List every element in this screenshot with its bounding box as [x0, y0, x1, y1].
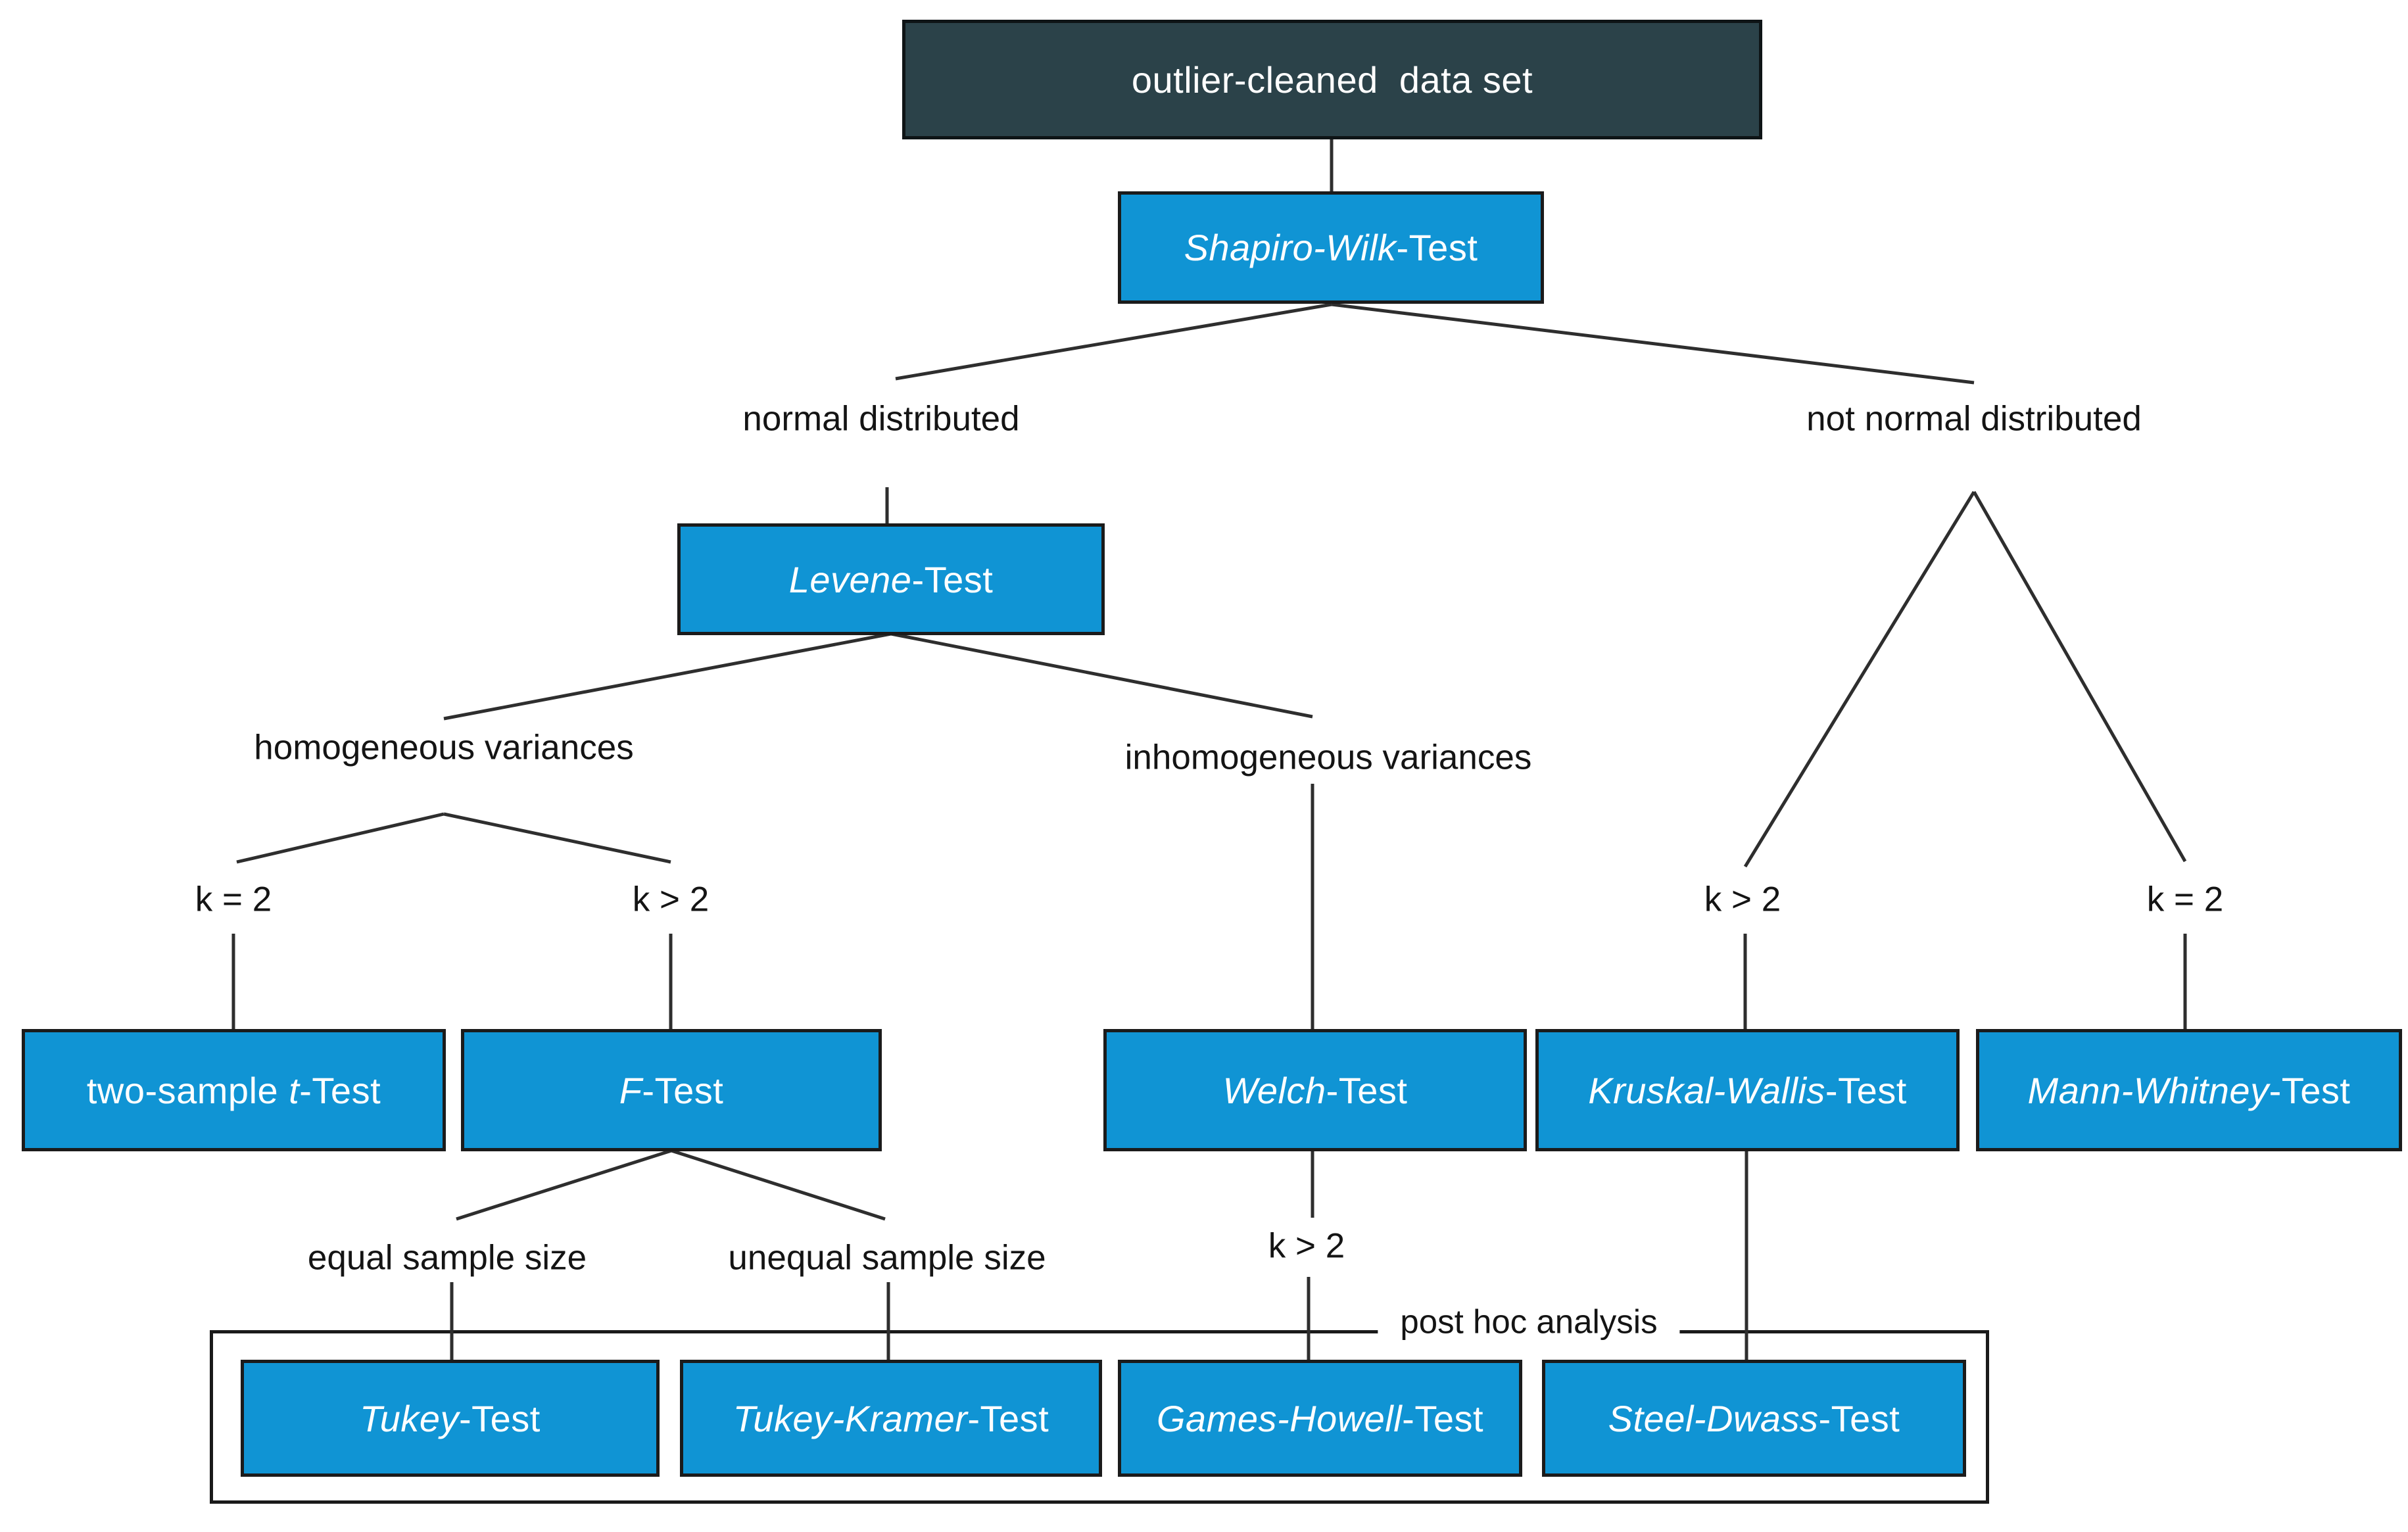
label-not-normal-distributed: not normal distributed — [1806, 399, 2142, 439]
label-k-eq-2-right: k = 2 — [2146, 880, 2224, 919]
post-hoc-group-box — [210, 1330, 1989, 1504]
label-inhomogeneous-variances: inhomogeneous variances — [1124, 738, 1532, 777]
node-tukey-kramer-test: Tukey-Kramer-Test — [680, 1360, 1102, 1477]
node-label: two-sample t-Test — [87, 1069, 381, 1112]
label-k-gt-2-left: k > 2 — [632, 880, 710, 919]
test-suffix: -Test — [1326, 1069, 1408, 1111]
label-k-eq-2-left: k = 2 — [195, 880, 272, 919]
node-label: Shapiro-Wilk-Test — [1184, 226, 1478, 269]
node-two-sample-t-test: two-sample t-Test — [22, 1029, 446, 1151]
test-name-italic: Mann-Whitney — [2027, 1069, 2269, 1111]
label-normal-distributed: normal distributed — [742, 399, 1020, 439]
edge-levene-homogeneous — [443, 632, 892, 721]
test-suffix: -Test — [458, 1397, 541, 1439]
test-name-italic: Levene — [788, 558, 912, 600]
test-suffix: -Test — [967, 1397, 1049, 1439]
label-post-hoc-analysis: post hoc analysis — [1378, 1298, 1680, 1345]
test-name-italic: Tukey — [360, 1397, 459, 1439]
test-suffix: -Test — [642, 1069, 724, 1111]
node-label: Kruskal-Wallis-Test — [1588, 1069, 1907, 1112]
node-label: Games-Howell-Test — [1157, 1397, 1483, 1440]
edge-ftest-equalsize — [456, 1149, 672, 1221]
node-f-test: F-Test — [461, 1029, 882, 1151]
node-label: F-Test — [619, 1069, 724, 1112]
test-name-italic: Shapiro-Wilk — [1184, 227, 1397, 268]
test-name-italic: Tukey-Kramer — [733, 1397, 968, 1439]
label-k-gt-2-mid: k > 2 — [1268, 1226, 1345, 1266]
node-games-howell-test: Games-Howell-Test — [1118, 1360, 1522, 1477]
node-label: Levene-Test — [789, 558, 994, 601]
node-label: Steel-Dwass-Test — [1608, 1397, 1900, 1440]
node-steel-dwass-test: Steel-Dwass-Test — [1542, 1360, 1966, 1477]
test-name-italic: Kruskal-Wallis — [1588, 1069, 1825, 1111]
test-suffix: -Test — [299, 1069, 381, 1111]
test-suffix: -Test — [911, 558, 994, 600]
test-name-italic: Games-Howell — [1156, 1397, 1403, 1439]
edge-homogeneous-keq2 — [236, 812, 445, 864]
node-shapiro-wilk-test: Shapiro-Wilk-Test — [1118, 191, 1544, 304]
node-kruskal-wallis-test: Kruskal-Wallis-Test — [1535, 1029, 1960, 1151]
label-unequal-sample-size: unequal sample size — [728, 1238, 1046, 1278]
test-suffix: -Test — [1818, 1397, 1900, 1439]
test-suffix: -Test — [1825, 1069, 1907, 1111]
edge-levene-inhomogeneous — [890, 632, 1313, 719]
edge-shapiro-notnormal — [1331, 302, 1975, 385]
node-label: Mann-Whitney-Test — [2028, 1069, 2351, 1112]
test-name-italic: Steel-Dwass — [1608, 1397, 1819, 1439]
node-outlier-cleaned-data-set: outlier-cleaned data set — [902, 20, 1762, 139]
node-welch-test: Welch-Test — [1103, 1029, 1527, 1151]
test-name-italic: Welch — [1222, 1069, 1326, 1111]
label-equal-sample-size: equal sample size — [307, 1238, 587, 1278]
test-prefix: two-sample — [86, 1069, 289, 1111]
node-label: Welch-Test — [1223, 1069, 1408, 1112]
edge-shapiro-normal — [895, 302, 1332, 381]
edge-homogeneous-kgt2 — [443, 812, 671, 864]
node-label: Tukey-Test — [360, 1397, 541, 1440]
node-tukey-test: Tukey-Test — [241, 1360, 660, 1477]
label-k-gt-2-right: k > 2 — [1704, 880, 1781, 919]
node-levene-test: Levene-Test — [677, 523, 1105, 635]
node-mann-whitney-test: Mann-Whitney-Test — [1976, 1029, 2402, 1151]
test-suffix: -Test — [1396, 227, 1478, 268]
node-label: outlier-cleaned data set — [1131, 59, 1533, 101]
edge-ftest-unequalsize — [671, 1149, 886, 1221]
test-name-italic: F — [619, 1069, 642, 1111]
test-name-italic: t — [289, 1069, 300, 1111]
test-suffix: -Test — [2269, 1069, 2351, 1111]
edge-notnormal-kgt2 — [1743, 491, 1976, 868]
edge-notnormal-keq2 — [1972, 491, 2187, 863]
node-label: Tukey-Kramer-Test — [733, 1397, 1049, 1440]
test-suffix: -Test — [1402, 1397, 1484, 1439]
label-homogeneous-variances: homogeneous variances — [254, 728, 634, 767]
